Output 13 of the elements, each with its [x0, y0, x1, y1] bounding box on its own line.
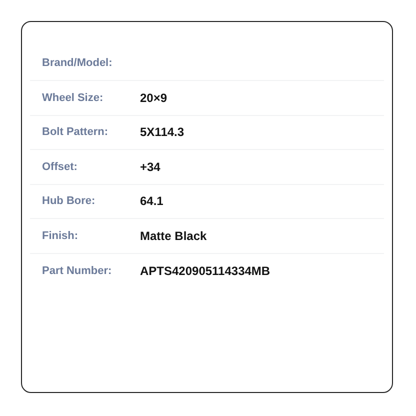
spec-label: Hub Bore: [42, 195, 96, 208]
spec-label: Wheel Size: [42, 92, 104, 104]
spec-value: Matte Black [140, 229, 207, 243]
spec-label: Bolt Pattern: [42, 126, 108, 138]
spec-label: Offset: [42, 160, 78, 173]
spec-value: 64.1 [140, 194, 164, 208]
spec-label: Part Number: [42, 264, 112, 277]
spec-label: Brand/Model: [42, 57, 112, 69]
spec-value: 5X114.3 [140, 125, 184, 140]
spec-value: 20×9 [140, 90, 168, 105]
spec-value: +34 [140, 160, 160, 174]
spec-label: Finish: [42, 230, 78, 242]
spec-value: APTS420905114334MB [140, 264, 270, 278]
